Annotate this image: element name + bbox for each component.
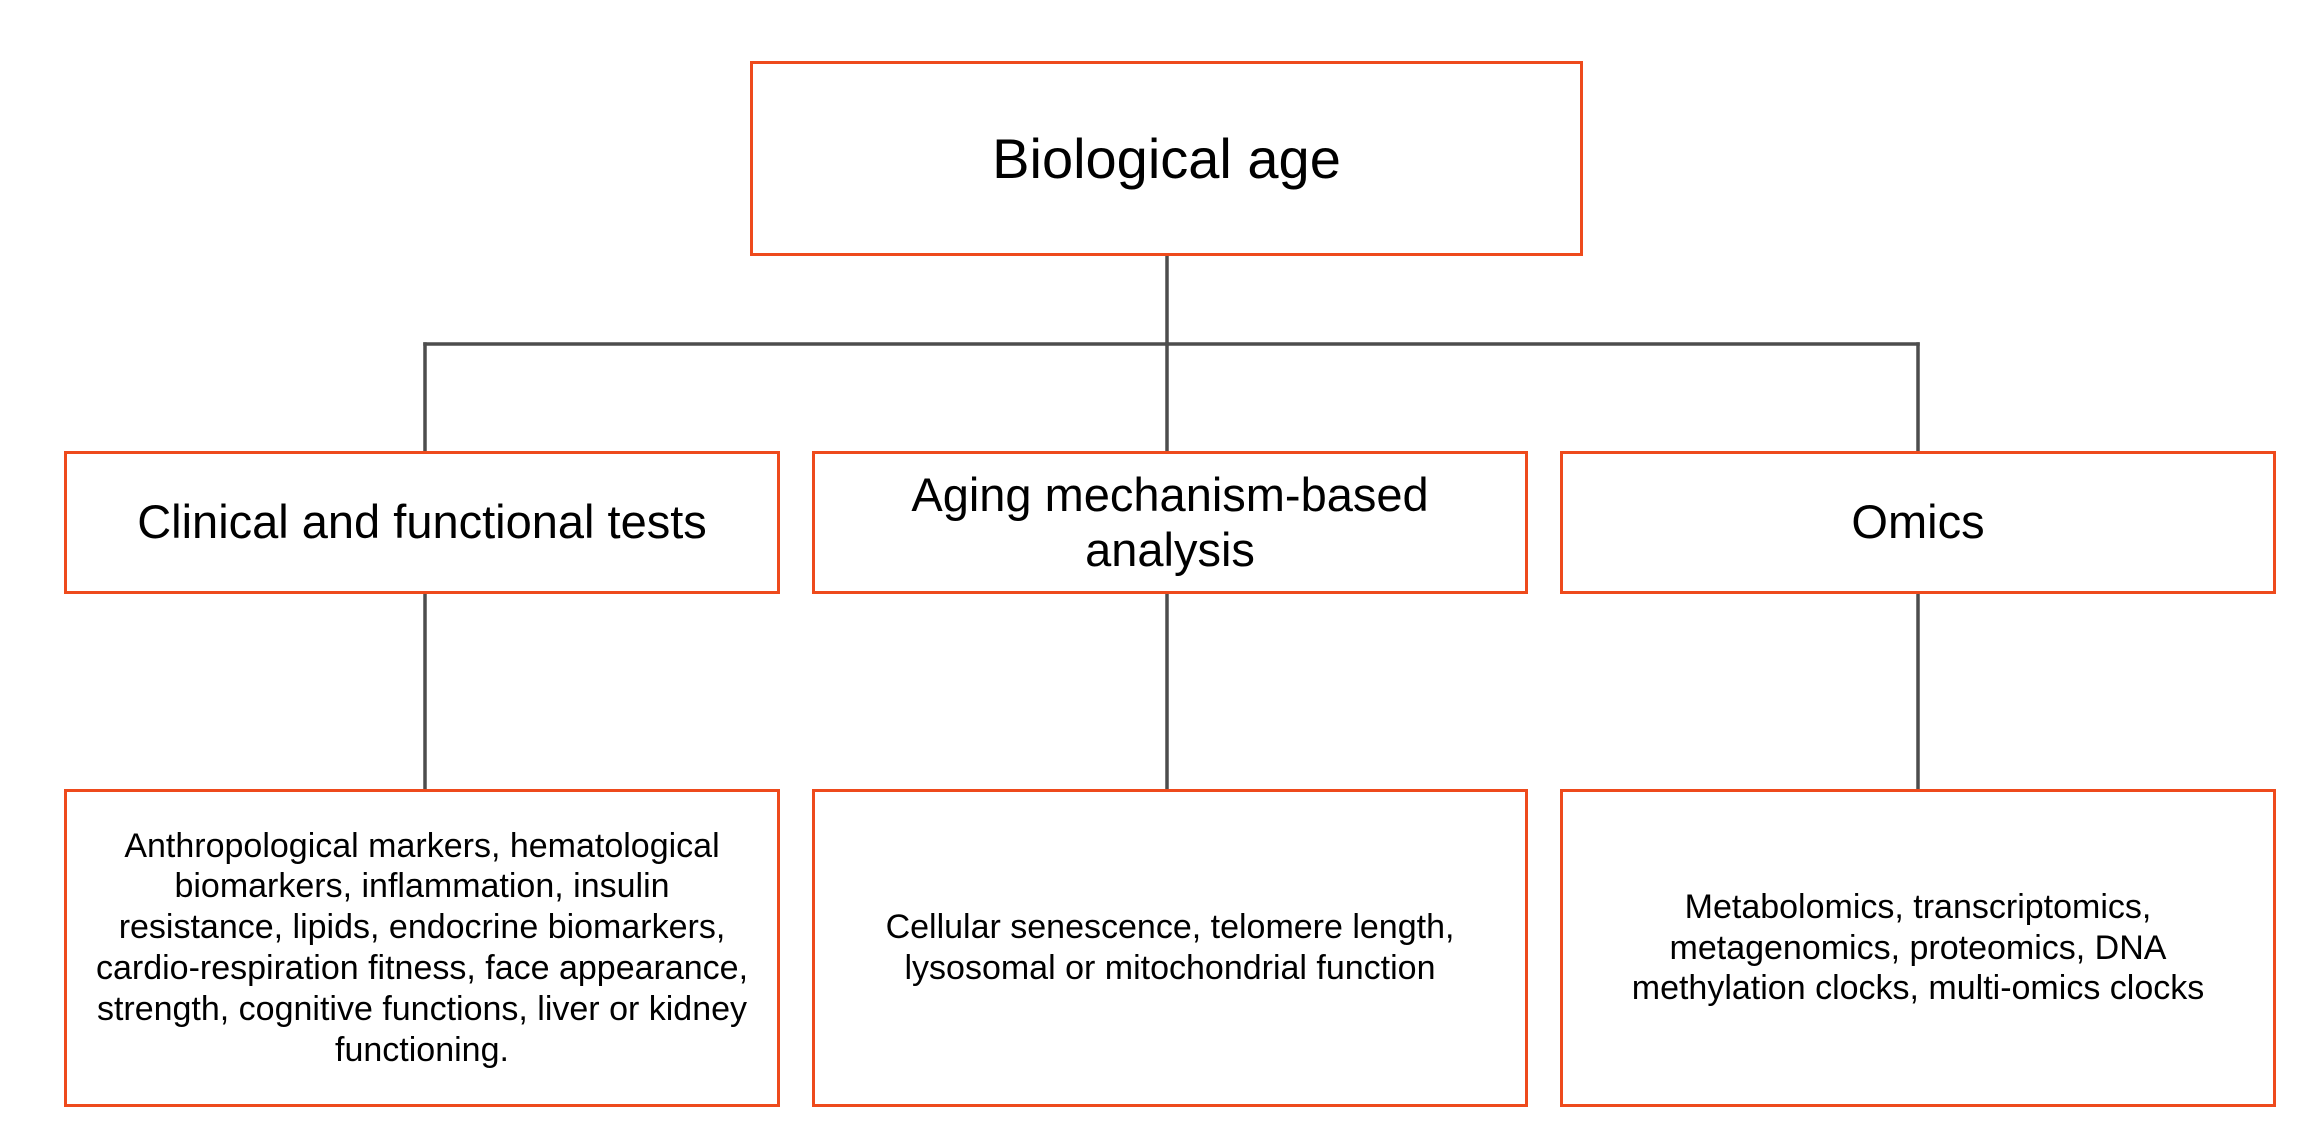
detail-node-mechanism: Cellular senescence, telomere length, ly… bbox=[812, 789, 1528, 1107]
detail-node-omics: Metabolomics, transcriptomics, metagenom… bbox=[1560, 789, 2276, 1107]
root-node-label: Biological age bbox=[992, 127, 1341, 190]
category-node-clinical-functional-tests: Clinical and functional tests bbox=[64, 451, 780, 594]
category-label-clinical: Clinical and functional tests bbox=[137, 495, 707, 549]
category-node-omics: Omics bbox=[1560, 451, 2276, 594]
root-node-biological-age: Biological age bbox=[750, 61, 1583, 256]
category-node-aging-mechanism: Aging mechanism-based analysis bbox=[812, 451, 1528, 594]
detail-node-clinical: Anthropological markers, hematological b… bbox=[64, 789, 780, 1107]
detail-text-omics: Metabolomics, transcriptomics, metagenom… bbox=[1631, 887, 2205, 1008]
detail-text-mechanism: Cellular senescence, telomere length, ly… bbox=[885, 908, 1455, 987]
category-label-omics: Omics bbox=[1851, 495, 1985, 549]
detail-text-clinical: Anthropological markers, hematological b… bbox=[95, 826, 749, 1069]
category-label-mechanism: Aging mechanism-based analysis bbox=[911, 468, 1429, 576]
